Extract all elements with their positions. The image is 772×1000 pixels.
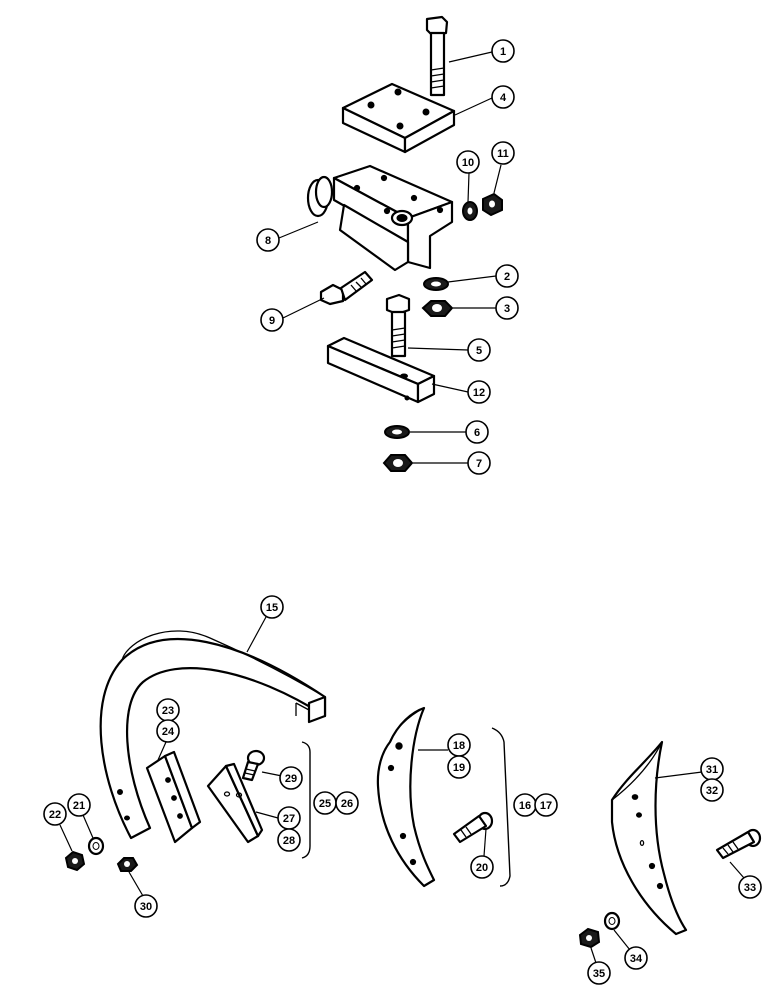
callout-31: 31 <box>700 757 724 781</box>
callout-21: 21 <box>67 793 91 817</box>
callout-33: 33 <box>738 875 762 899</box>
group-bracket-16-17 <box>491 727 511 887</box>
svg-text:28: 28 <box>283 835 295 847</box>
svg-text:31: 31 <box>706 764 718 776</box>
nut-part-22 <box>64 850 86 872</box>
svg-text:6: 6 <box>474 427 480 439</box>
callout-35: 35 <box>587 961 611 985</box>
callout-9: 9 <box>260 308 284 332</box>
svg-text:23: 23 <box>162 705 174 717</box>
svg-text:17: 17 <box>540 800 552 812</box>
callout-2: 2 <box>495 264 519 288</box>
nut-part-3 <box>421 300 454 317</box>
callout-7: 7 <box>467 451 491 475</box>
svg-text:15: 15 <box>266 602 278 614</box>
callout-34: 34 <box>624 946 648 970</box>
callout-28: 28 <box>277 828 301 852</box>
bolt-part-20 <box>452 811 494 844</box>
svg-text:12: 12 <box>473 387 485 399</box>
point-plate-part-23-24 <box>145 750 202 844</box>
svg-text:8: 8 <box>265 235 271 247</box>
mounting-plate-part-4 <box>341 82 456 154</box>
nut-part-35 <box>578 927 601 949</box>
curved-shank-part-15 <box>99 630 327 840</box>
callout-24: 24 <box>156 719 180 743</box>
lock-washer-part-21 <box>87 836 105 856</box>
callout-32: 32 <box>700 778 724 802</box>
bolt-part-1 <box>425 15 449 97</box>
svg-text:21: 21 <box>73 800 85 812</box>
svg-text:2: 2 <box>504 271 510 283</box>
svg-text:18: 18 <box>453 740 465 752</box>
svg-text:35: 35 <box>593 968 605 980</box>
callout-17: 17 <box>534 793 558 817</box>
lock-washer-part-2 <box>423 277 449 291</box>
svg-text:33: 33 <box>744 882 756 894</box>
svg-text:25: 25 <box>319 798 331 810</box>
callout-1: 1 <box>491 39 515 63</box>
bolt-part-29 <box>241 749 266 782</box>
bolt-part-33 <box>715 828 762 860</box>
callout-29: 29 <box>279 766 303 790</box>
svg-text:32: 32 <box>706 785 718 797</box>
callout-5: 5 <box>467 338 491 362</box>
svg-text:29: 29 <box>285 773 297 785</box>
callout-19: 19 <box>447 755 471 779</box>
shovel-part-31-32 <box>610 740 688 936</box>
bolt-part-5 <box>385 293 411 358</box>
callout-22: 22 <box>43 802 67 826</box>
svg-text:24: 24 <box>162 726 175 738</box>
callout-25: 25 <box>313 791 337 815</box>
callout-10: 10 <box>456 150 480 174</box>
svg-text:5: 5 <box>476 345 482 357</box>
lock-washer-part-34 <box>603 911 621 931</box>
small-point-part-27-28 <box>206 762 264 844</box>
svg-text:30: 30 <box>140 901 152 913</box>
svg-text:7: 7 <box>476 458 482 470</box>
shovel-point-part-18-19 <box>376 706 436 888</box>
lock-washer-part-6 <box>384 425 410 439</box>
svg-text:1: 1 <box>500 46 506 58</box>
callout-16: 16 <box>513 793 537 817</box>
svg-text:11: 11 <box>497 148 509 160</box>
nut-part-11 <box>482 192 503 217</box>
callout-20: 20 <box>470 855 494 879</box>
svg-text:4: 4 <box>500 92 507 104</box>
nut-part-7 <box>382 454 414 472</box>
bolt-part-9 <box>319 270 374 306</box>
washer-part-10 <box>462 201 478 221</box>
nut-part-30 <box>116 857 139 872</box>
svg-text:26: 26 <box>341 798 353 810</box>
clamp-bracket-part-8 <box>306 164 454 272</box>
group-bracket-25-26 <box>301 741 311 859</box>
callout-4: 4 <box>491 85 515 109</box>
callout-15: 15 <box>260 595 284 619</box>
svg-text:9: 9 <box>269 315 275 327</box>
svg-text:19: 19 <box>453 762 465 774</box>
callout-26: 26 <box>335 791 359 815</box>
svg-text:22: 22 <box>49 809 61 821</box>
callout-8: 8 <box>256 228 280 252</box>
callout-23: 23 <box>156 698 180 722</box>
callout-27: 27 <box>277 806 301 830</box>
callout-11: 11 <box>491 141 515 165</box>
svg-text:20: 20 <box>476 862 488 874</box>
svg-text:10: 10 <box>462 157 474 169</box>
square-bar-part-12 <box>326 336 436 404</box>
svg-text:3: 3 <box>504 303 510 315</box>
callout-3: 3 <box>495 296 519 320</box>
svg-text:34: 34 <box>630 953 643 965</box>
callout-18: 18 <box>447 733 471 757</box>
svg-text:16: 16 <box>519 800 531 812</box>
callout-30: 30 <box>134 894 158 918</box>
callout-12: 12 <box>467 380 491 404</box>
svg-text:27: 27 <box>283 813 295 825</box>
leader-lines <box>59 51 745 964</box>
callout-6: 6 <box>465 420 489 444</box>
